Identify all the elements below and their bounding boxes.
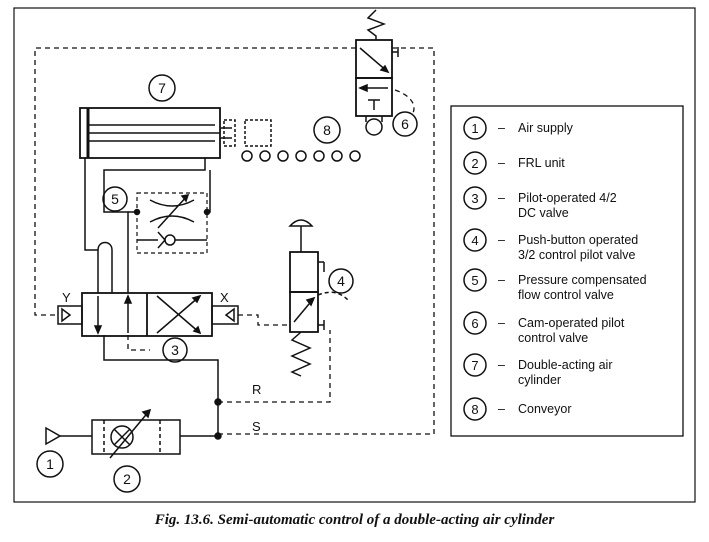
legend-dash: –	[498, 156, 505, 170]
component-number-5: 5	[111, 191, 119, 207]
legend-box	[450, 105, 684, 437]
legend-number-circle	[463, 228, 487, 252]
power-lines	[84, 158, 219, 434]
legend-number-circles	[463, 116, 487, 421]
legend-dash: –	[498, 316, 505, 330]
legend-number-circle	[463, 311, 487, 335]
legend-label: Double-acting air	[518, 358, 613, 372]
dc-valve-4-2	[57, 292, 239, 337]
port-label-s: S	[252, 419, 261, 434]
legend-label: Pilot-operated 4/2	[518, 191, 617, 205]
legend-number: 8	[471, 402, 478, 417]
port-label-y: Y	[62, 290, 71, 305]
legend-dash: –	[498, 121, 505, 135]
port-label-r: R	[252, 382, 261, 397]
legend-number: 3	[471, 191, 478, 206]
push-button-valve-3-2	[288, 219, 349, 377]
frl-unit	[91, 398, 222, 459]
legend-number: 2	[471, 156, 478, 171]
legend-number: 4	[471, 233, 478, 248]
legend-number: 5	[471, 273, 478, 288]
legend-dash: –	[498, 191, 505, 205]
flow-control-valve	[128, 170, 211, 254]
component-number-3: 3	[171, 342, 179, 358]
cam-operated-valve	[355, 9, 399, 136]
legend-number-circle	[463, 186, 487, 210]
legend-dash: –	[498, 273, 505, 287]
component-number-1: 1	[46, 456, 54, 472]
figure-caption: Fig. 13.6. Semi-automatic control of a d…	[154, 512, 555, 528]
component-number-circles	[36, 74, 418, 493]
legend-number: 1	[471, 121, 478, 136]
legend-label: Cam-operated pilot	[518, 316, 625, 330]
component-number-7: 7	[158, 80, 166, 96]
legend-label: flow control valve	[518, 288, 614, 302]
component-number-6: 6	[401, 116, 409, 132]
legend-number-circle	[463, 268, 487, 292]
pilot-lines	[34, 47, 435, 435]
legend-label: FRL unit	[518, 156, 565, 170]
legend-number: 7	[471, 358, 478, 373]
legend-label: Pressure compensated	[518, 273, 647, 287]
legend-number-circle	[463, 151, 487, 175]
legend-number: 6	[471, 316, 478, 331]
legend-label: control valve	[518, 331, 588, 345]
component-number-2: 2	[123, 471, 131, 487]
component-number-4: 4	[337, 273, 345, 289]
outer-frame	[13, 7, 696, 503]
legend-label: Conveyor	[518, 402, 572, 416]
legend-number-circle	[463, 353, 487, 377]
component-number-8: 8	[323, 122, 331, 138]
legend-label: 3/2 control pilot valve	[518, 248, 635, 262]
double-acting-cylinder	[79, 107, 272, 159]
legend-dash: –	[498, 402, 505, 416]
conveyor-rollers	[241, 150, 361, 162]
air-supply	[45, 426, 92, 446]
legend-dash: –	[498, 358, 505, 372]
legend-label: DC valve	[518, 206, 569, 220]
port-label-x: X	[220, 290, 229, 305]
legend-label: Push-button operated	[518, 233, 638, 247]
legend-number-circle	[463, 397, 487, 421]
legend-label: cylinder	[518, 373, 561, 387]
legend-dash: –	[498, 233, 505, 247]
legend-label: Air supply	[518, 121, 574, 135]
legend-number-circle	[463, 116, 487, 140]
